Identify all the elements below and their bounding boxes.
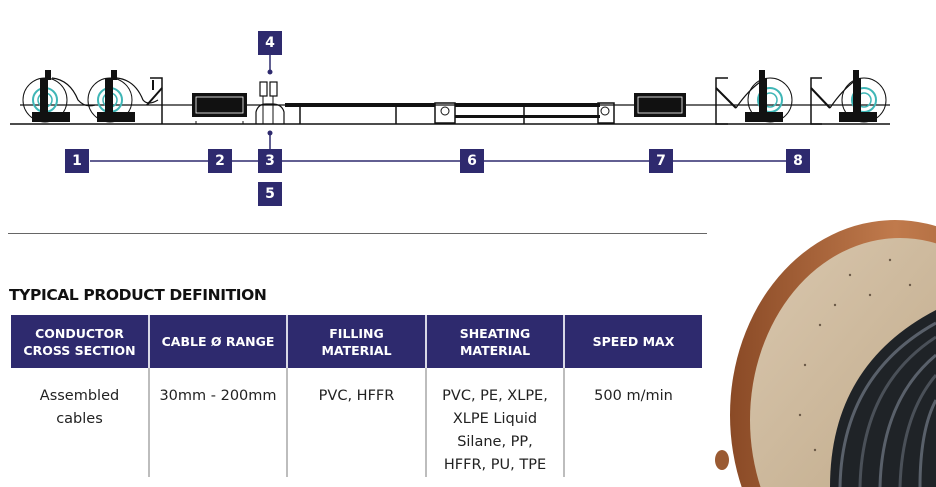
- header-filling-material: FILLING MATERIAL: [286, 315, 426, 368]
- marker-2: 2: [208, 149, 232, 173]
- marker-7: 7: [649, 149, 673, 173]
- table-row: Assembled cables 30mm - 200mm PVC, HFFR …: [11, 368, 702, 477]
- cooling-trough-icon: [285, 102, 615, 124]
- cell-line: Assembled: [39, 388, 120, 404]
- cell-sheating-material: PVC, PE, XLPE, XLPE Liquid Silane, PP, H…: [425, 368, 564, 477]
- cell-line: cables: [56, 411, 103, 427]
- takeup-reel-2-icon: [839, 70, 887, 123]
- header-line: SHEATING: [459, 325, 531, 341]
- dancer-frame-1-icon: [146, 77, 163, 124]
- marker-5: 5: [258, 182, 282, 206]
- header-line: MATERIAL: [459, 342, 531, 358]
- cell-conductor-cross-section: Assembled cables: [11, 368, 149, 477]
- cell-line: HFFR, PU, TPE: [443, 457, 547, 473]
- payoff-reel-2-icon: [87, 70, 159, 123]
- marker-3: 3: [258, 149, 282, 173]
- product-definition-table: CONDUCTOR CROSS SECTION CABLE Ø RANGE FI…: [11, 315, 702, 477]
- section-divider: [8, 233, 707, 234]
- cell-speed-max: 500 m/min: [563, 368, 702, 477]
- cell-line: Silane, PP,: [457, 434, 533, 450]
- takeup-reel-1-icon: [745, 70, 793, 123]
- production-line-drawing: [10, 55, 890, 162]
- cell-line: XLPE Liquid: [452, 411, 538, 427]
- header-line: CONDUCTOR: [35, 325, 124, 341]
- header-line: CROSS SECTION: [23, 342, 136, 358]
- cable-drum-image: [715, 220, 936, 487]
- header-line: SPEED MAX: [592, 334, 675, 349]
- marker-6: 6: [460, 149, 484, 173]
- cell-line: 30mm - 200mm: [159, 388, 277, 404]
- cell-line: PVC, PE, XLPE,: [442, 388, 548, 404]
- extruder-icon: [255, 81, 285, 124]
- marker-8: 8: [786, 149, 810, 173]
- header-conductor-cross-section: CONDUCTOR CROSS SECTION: [11, 315, 149, 368]
- header-line: MATERIAL: [321, 342, 392, 358]
- cell-line: PVC, HFFR: [318, 388, 395, 404]
- cell-cable-range: 30mm - 200mm: [148, 368, 287, 477]
- cell-filling-material: PVC, HFFR: [286, 368, 426, 477]
- payoff-reel-1-icon: [22, 70, 96, 123]
- header-line: CABLE Ø RANGE: [161, 334, 275, 349]
- cable-drum-photo: [700, 215, 936, 487]
- table-header-row: CONDUCTOR CROSS SECTION CABLE Ø RANGE FI…: [11, 315, 702, 368]
- marker-4: 4: [258, 31, 282, 55]
- header-line: FILLING: [329, 325, 384, 341]
- cell-line: 500 m/min: [594, 388, 673, 404]
- marker-1: 1: [65, 149, 89, 173]
- header-speed-max: SPEED MAX: [563, 315, 702, 368]
- production-line-diagram: 1 2 3 4 5 6 7 8: [0, 0, 936, 215]
- header-sheating-material: SHEATING MATERIAL: [425, 315, 564, 368]
- caterpillar-2-icon: [634, 93, 686, 117]
- header-cable-range: CABLE Ø RANGE: [148, 315, 287, 368]
- caterpillar-1-icon: [192, 93, 247, 124]
- section-title: TYPICAL PRODUCT DEFINITION: [9, 286, 267, 304]
